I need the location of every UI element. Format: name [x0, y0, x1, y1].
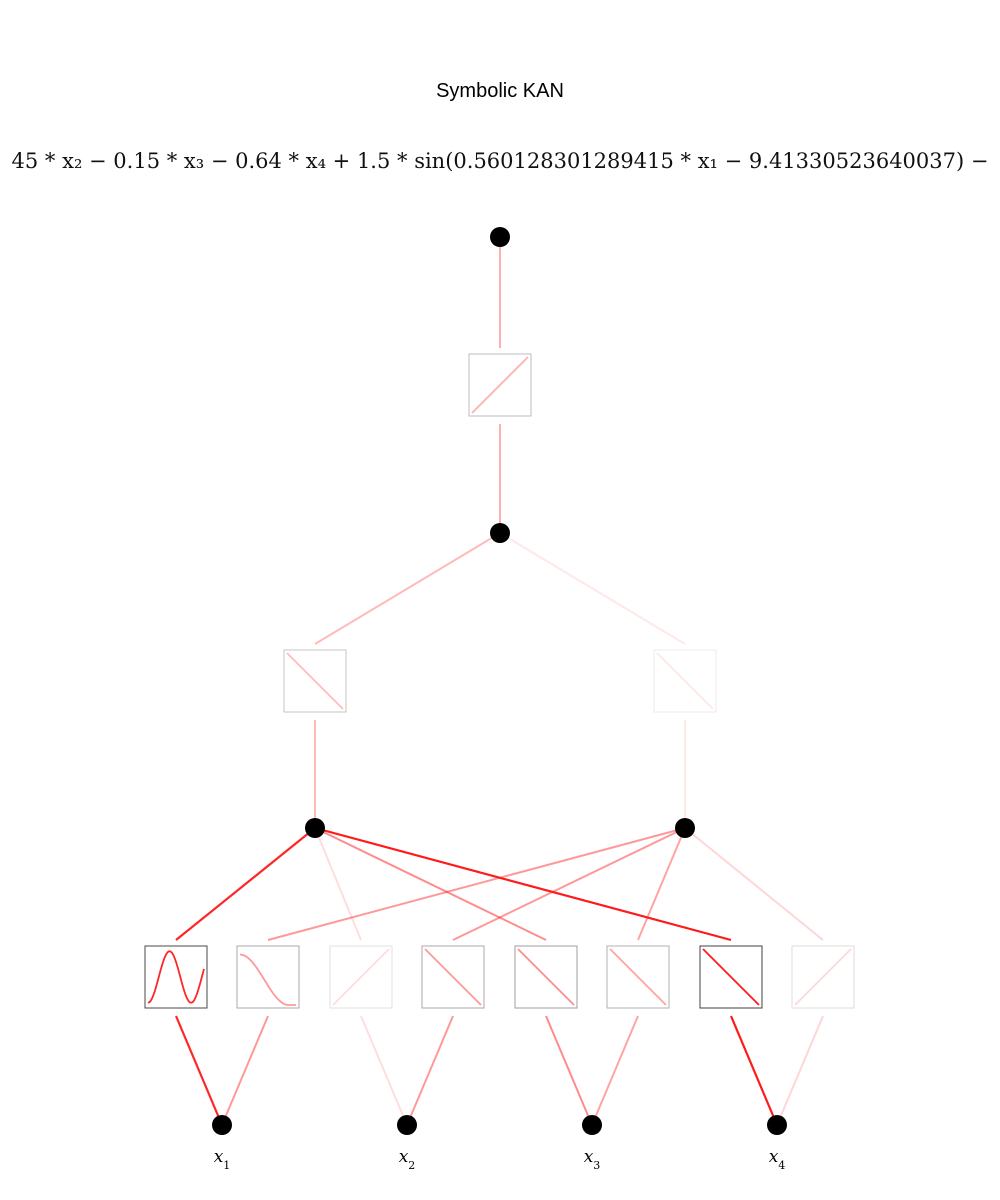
edge-lower	[776, 1015, 824, 1126]
edges	[174, 237, 824, 1126]
input-node	[582, 1115, 602, 1135]
input-label: x1	[214, 1147, 231, 1172]
output-node	[490, 227, 510, 247]
hidden-node	[675, 818, 695, 838]
function-curve	[332, 948, 390, 1006]
function-box	[144, 945, 208, 1009]
function-curve	[471, 356, 529, 414]
function-curve	[286, 652, 344, 710]
input-node	[212, 1115, 232, 1135]
function-box	[421, 945, 485, 1009]
edge-upper	[267, 827, 686, 941]
function-curve	[609, 948, 667, 1006]
edge-lower	[591, 1015, 639, 1126]
edge-upper	[175, 827, 316, 941]
nodes	[212, 227, 787, 1135]
function-box	[653, 649, 717, 713]
function-box	[468, 353, 532, 417]
edge-upper	[314, 827, 362, 941]
hidden-node	[305, 818, 325, 838]
activation-functions	[144, 353, 855, 1009]
edge-upper	[314, 827, 547, 941]
input-node	[767, 1115, 787, 1135]
edge-lower	[221, 1015, 269, 1126]
edge-lower	[406, 1015, 454, 1126]
edge-lower	[545, 1015, 593, 1126]
input-node	[397, 1115, 417, 1135]
function-curve	[239, 953, 296, 1006]
function-box	[329, 945, 393, 1009]
edge-lower	[729, 1015, 779, 1126]
input-labels: x1 x2 x3 x4	[214, 1147, 786, 1172]
function-box	[606, 945, 670, 1009]
function-curve	[702, 948, 760, 1006]
edge-upper	[314, 532, 501, 645]
input-label: x3	[584, 1147, 601, 1172]
function-curve	[147, 950, 205, 1004]
function-box	[236, 945, 300, 1009]
hidden-node	[490, 523, 510, 543]
function-curve	[656, 652, 714, 710]
symbolic-formula: 45 * x₂ − 0.15 * x₃ − 0.64 * x₄ + 1.5 * …	[12, 149, 989, 173]
function-curve	[794, 948, 852, 1006]
edge-lower	[174, 1015, 224, 1126]
function-box	[791, 945, 855, 1009]
edge-upper	[499, 532, 686, 645]
edge-lower	[360, 1015, 408, 1126]
diagram-title: Symbolic KAN	[436, 80, 564, 102]
input-label: x2	[399, 1147, 416, 1172]
edge-upper	[684, 827, 824, 941]
function-box	[283, 649, 347, 713]
edge-upper	[452, 827, 686, 941]
edge-upper	[314, 826, 732, 942]
edge-upper	[637, 827, 686, 941]
input-label: x4	[769, 1147, 786, 1172]
function-curve	[517, 948, 575, 1006]
function-curve	[424, 948, 482, 1006]
